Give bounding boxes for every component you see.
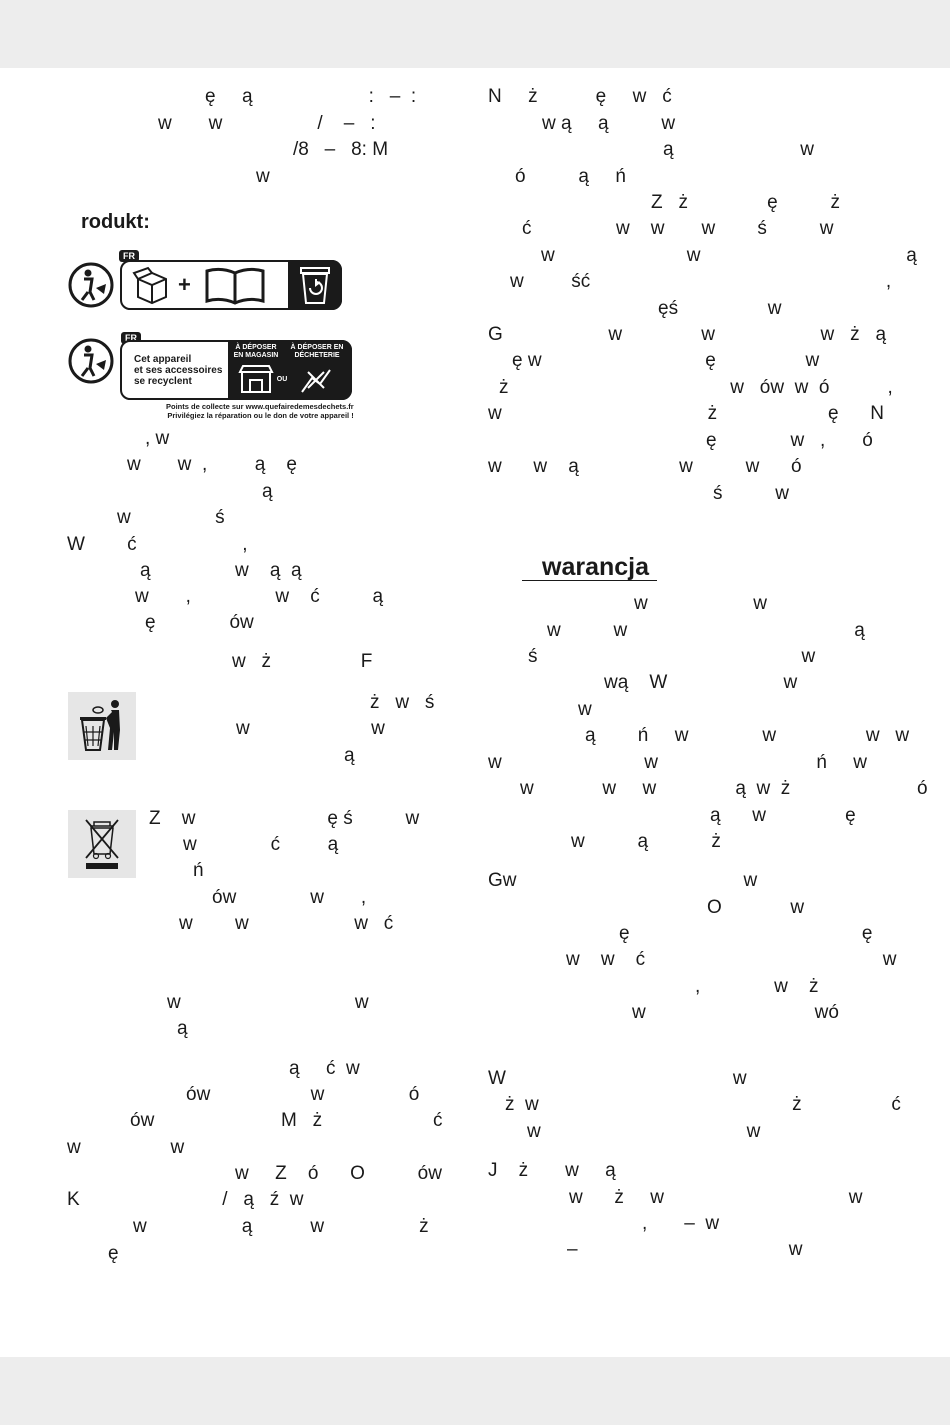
text-line: ę w ę w [512,350,820,371]
text-line: ż w ów w ó , [499,377,893,398]
text-line: ż w ż ć [505,1094,901,1115]
text-line: ś w [528,646,816,667]
text-line: ę w , ó [706,430,873,451]
decheterie-label: À DÉPOSER EN DÉCHETERIE [290,344,344,359]
text-line: w ż w w [569,1187,863,1208]
text-line: w w [236,718,385,739]
shop-icon [238,365,274,393]
text-line: w w , ą ę [127,454,297,475]
ou-label: OU [276,376,288,383]
recycle-bin-panel [288,260,342,310]
text-line: – w [567,1239,803,1260]
text-line: w w w ą w ż ó [520,778,928,799]
warranty-heading: warancja [542,553,650,581]
text-line: w ą ą w [542,113,676,134]
text-line: ą ń w w w w [585,725,910,746]
text-line: w w / – : [158,113,376,134]
text-line: w Z ó O ów [235,1163,442,1184]
magasin-label: À DÉPOSER EN MAGASIN [233,344,279,359]
text-line: w w [634,593,768,614]
triman-footer: Points de collecte sur www.quefairedemes… [166,402,354,420]
text-line: ą w ę [710,805,856,826]
dechetterie-icon [301,369,331,393]
fr-badge: FR [119,250,139,262]
crossed-out-bin-icon [85,819,119,869]
text-line: J ż w ą [488,1160,616,1181]
text-line: w w ą [547,620,865,641]
text-line: W w [488,1068,747,1089]
text-line: w , w ć ą [135,586,384,607]
text-line: ów w , [212,887,367,908]
text-line: ć w w w ś w [522,218,834,239]
text-line: w ą ż [571,831,721,852]
text-line: W ć , [67,534,248,555]
text-line: ą [344,745,355,766]
text-line: ę ę [619,923,873,944]
text-line: ś w [713,483,790,504]
text-line: ó ą ń [515,166,626,187]
text-line: wą W w [604,672,798,693]
text-line: w w [527,1121,761,1142]
text-line: ę ą : – : [205,86,417,107]
triman-recycle-text: Cet appareil et ses accessoires se recyc… [134,354,223,387]
text-line: O w [707,897,805,918]
text-line: ą [262,481,273,502]
text-line: w w ą w w ó [488,456,802,477]
triman-recycle-person-icon [68,338,114,384]
text-line: w ż ę N [488,403,884,424]
triman-recycle-person-icon [68,262,114,308]
text-line: G w w w ż ą [488,324,887,345]
text-line: ę [108,1243,119,1264]
text-line: w w [167,992,369,1013]
text-line: ą w ą ą [140,560,302,581]
product-heading: rodukt: [81,211,150,233]
text-line: ą w [663,139,814,160]
text-line: w w ć w [566,949,897,970]
text-line: /8 – 8: M [293,139,389,160]
text-line: w wó [632,1002,839,1023]
triman-logo-packaging: FR + [66,250,356,322]
text-line: ż w ś [370,692,435,713]
text-line: w ść , [510,271,892,292]
manual-book-icon [205,267,265,305]
text-line: w ż F [232,651,373,672]
triman-dark-panel: À DÉPOSER EN MAGASIN À DÉPOSER EN DÉCHET… [228,340,352,400]
text-line: N ż ę w ć [488,86,672,107]
text-line: Z ż ę ż [651,192,840,213]
text-line: w ś [117,507,225,528]
text-line: ą ć w [289,1058,360,1079]
weee-icon-box [68,810,136,878]
text-line: , – w [642,1213,720,1234]
text-line: ą [177,1018,188,1039]
packaging-box-icon [132,266,167,305]
top-band [0,0,950,68]
text-line: ń [193,860,204,881]
warranty-heading-rule [522,580,657,581]
text-line: ów w ó [186,1084,420,1105]
trash-bin-person-icon [80,700,120,751]
text-line: w w w ć [179,913,394,934]
text-line: K / ą ź w [67,1189,304,1210]
text-line: w [256,166,270,187]
triman-logo-appliance: FR Cet appareil et ses accessoires se re… [66,332,356,422]
triman-box: + [120,260,342,310]
waste-bin-icon-box [68,692,136,760]
text-line: , w [145,428,170,449]
text-line: w ą w ż [133,1216,429,1237]
text-line: w w [67,1137,185,1158]
text-line: ęś w [658,298,782,319]
plus-icon: + [178,272,191,297]
text-line: w [578,699,592,720]
text-line: w w ń w [488,752,868,773]
recycle-bin-icon [300,267,330,304]
text-line: w w ą [541,245,917,266]
text-line: , w ż [695,976,819,997]
triman-box: Cet appareil et ses accessoires se recyc… [120,340,352,400]
text-line: Gw w [488,870,758,891]
text-line: w ć ą [183,834,339,855]
bottom-band [0,1357,950,1425]
text-line: ę ów [145,612,254,633]
text-line: ów M ż ć [130,1110,443,1131]
text-line: Z w ę ś w [149,808,420,829]
